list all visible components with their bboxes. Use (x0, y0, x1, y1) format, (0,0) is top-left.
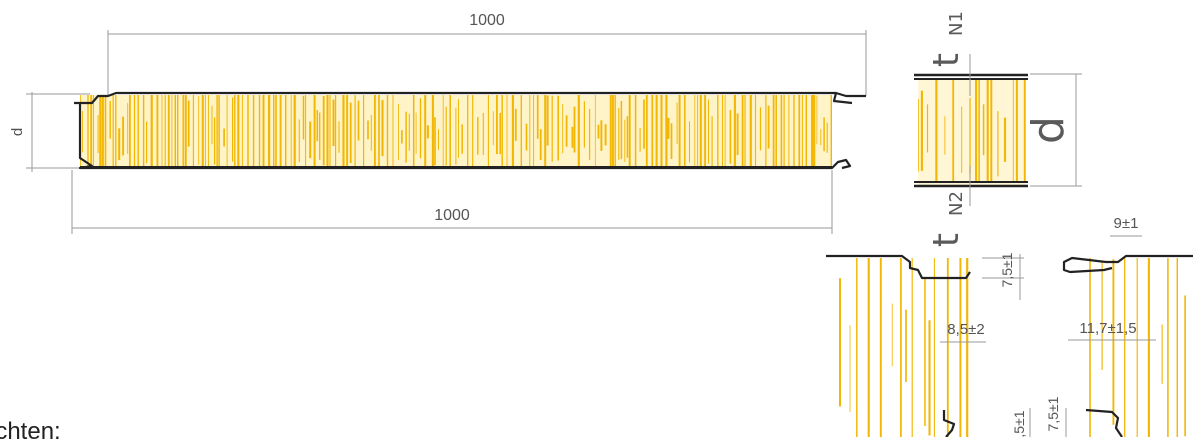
caption-text: ichten: (0, 418, 61, 445)
section-thickness-label: d (1023, 116, 1074, 144)
bottom-sheet-t: t (926, 233, 967, 247)
joint-detail-left: 7,5±1 8,5±2 ,5±1 (826, 252, 1031, 437)
top-length-label: 1000 (469, 12, 505, 29)
joint-dim-d: 11,7±1,5 (1079, 320, 1136, 337)
panel-elevation: 1000 d 1000 (9, 12, 867, 234)
joint-detail-right: 9±1 11,7±1,5 7,5±1 (1045, 215, 1193, 437)
section-core (918, 78, 1026, 186)
joint-dim-f: ,5±1 (1011, 410, 1027, 437)
panel-thickness-label: d (9, 128, 26, 136)
top-sheet-t: t (926, 53, 967, 67)
joint-dim-c: 9±1 (1114, 215, 1139, 232)
technical-drawing: 1000 d 1000 d (9, 11, 1193, 437)
joint-right-hatch (1089, 258, 1186, 437)
cross-section: d t N1 t N2 (914, 11, 1082, 247)
joint-left-hatch (838, 258, 969, 437)
joint-left-outline (826, 254, 971, 437)
panel-core-hatch (80, 95, 832, 167)
bottom-length-dimension: 1000 (71, 170, 833, 234)
bottom-sheet-sub: N2 (946, 191, 967, 216)
top-length-dimension: 1000 (107, 12, 867, 96)
bottom-sheet-label: t N2 (926, 191, 967, 247)
section-core-hatch (918, 80, 1026, 182)
joint-dim-b: 8,5±2 (947, 321, 984, 338)
joint-dim-e: 7,5±1 (1045, 396, 1061, 431)
top-sheet-sub: N1 (946, 11, 967, 36)
joint-dim-a: 7,5±1 (999, 252, 1015, 287)
bottom-length-label: 1000 (434, 207, 470, 224)
joint-right-outline (1062, 254, 1193, 437)
top-sheet-label: t N1 (926, 11, 967, 67)
